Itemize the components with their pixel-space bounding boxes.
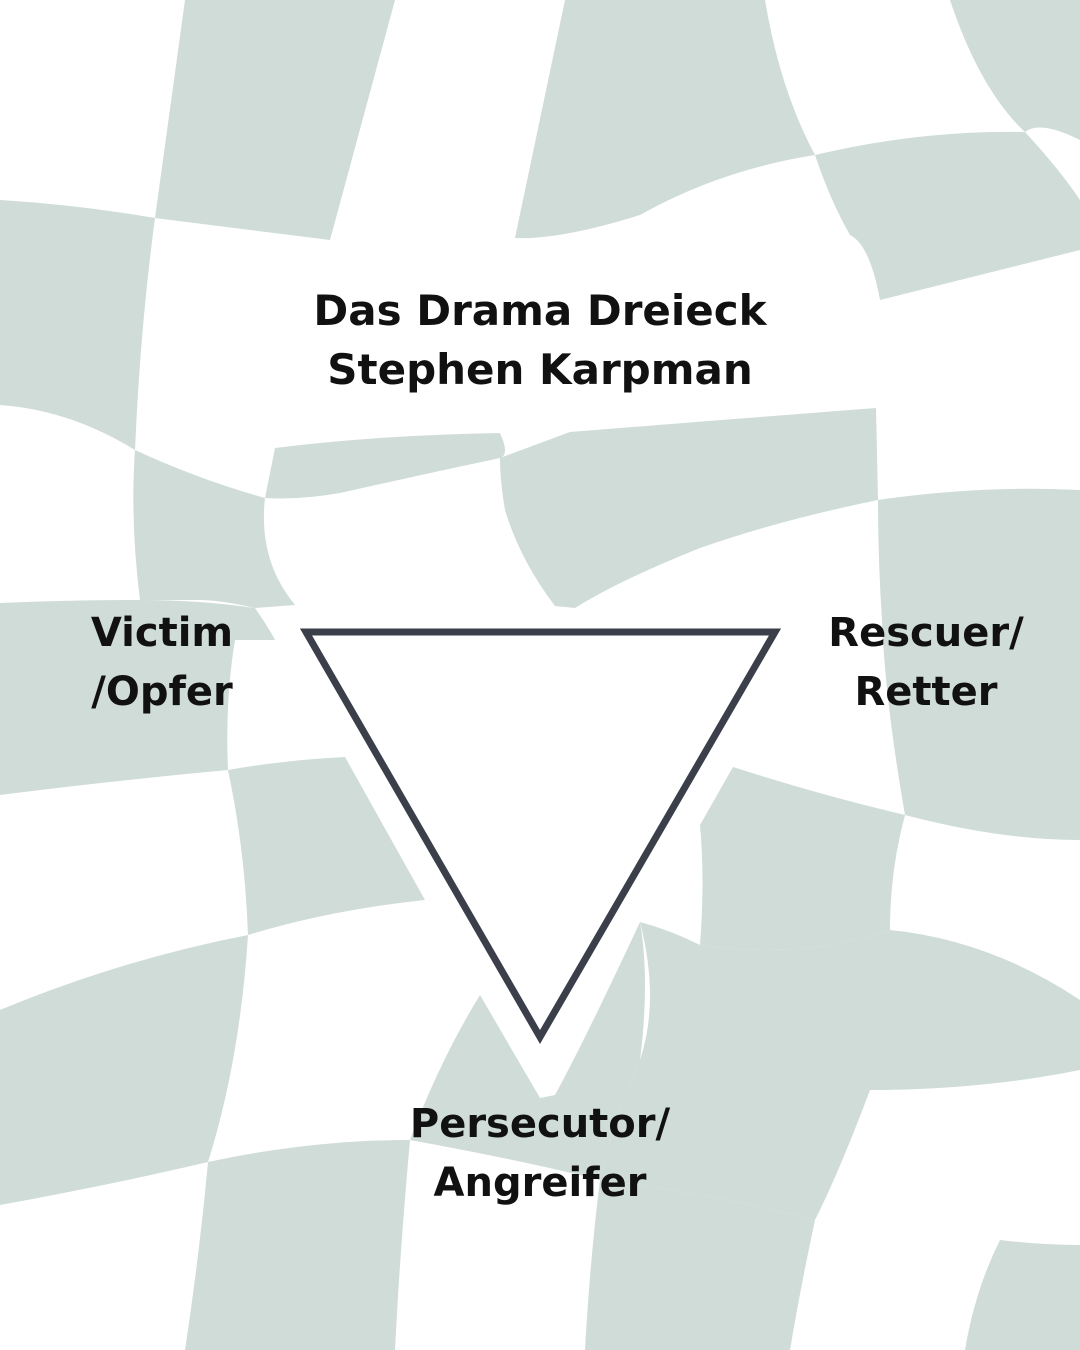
vertex-label-line: Victim xyxy=(90,610,234,656)
vertex-label-line: Persecutor/ xyxy=(409,1101,671,1147)
checker-tile xyxy=(155,0,395,240)
checker-tile xyxy=(500,408,878,608)
checker-tile xyxy=(133,450,295,608)
checker-tile xyxy=(185,1140,410,1350)
checker-tile xyxy=(228,757,425,935)
checker-tile xyxy=(0,600,275,795)
vertex-label-rescuer: Rescuer/ Retter xyxy=(806,612,1046,730)
vertex-label-line: Rescuer/ xyxy=(828,610,1024,656)
checker-tile xyxy=(265,433,505,499)
vertex-label-line: Angreifer xyxy=(433,1160,647,1206)
checker-tile xyxy=(700,767,905,950)
vertex-label-line: Retter xyxy=(854,669,998,715)
checker-tile xyxy=(965,1240,1080,1350)
checker-tile xyxy=(515,0,815,239)
checker-tile xyxy=(0,200,155,450)
vertex-label-persecutor: Persecutor/ Angreifer xyxy=(380,1103,700,1221)
checker-tile xyxy=(585,1180,815,1350)
diagram-title: Das Drama Dreieck xyxy=(313,286,767,335)
checker-tile xyxy=(410,922,645,1180)
checker-tile xyxy=(815,131,1080,300)
diagram-subtitle: Stephen Karpman xyxy=(327,345,753,394)
vertex-label-victim: Victim /Opfer xyxy=(42,612,282,730)
checker-tile xyxy=(878,488,1080,840)
vertex-label-line: /Opfer xyxy=(91,669,233,715)
checker-tile xyxy=(950,0,1080,140)
checker-tile xyxy=(0,935,248,1205)
